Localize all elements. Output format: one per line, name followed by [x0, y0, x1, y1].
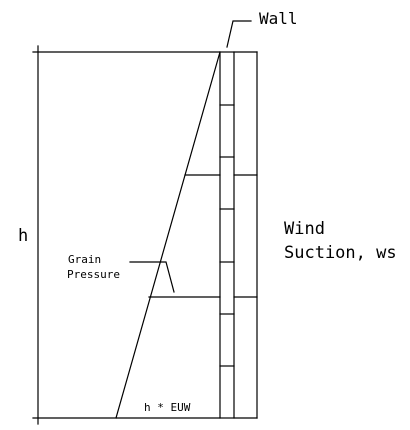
- pressure-slope-line: [115, 51, 221, 419]
- grain-pressure-triangle: [115, 51, 221, 419]
- wind-suction-label-line1: Wind: [284, 219, 325, 239]
- grain-pressure-leader: [129, 261, 175, 293]
- wall-leader-line: [226, 20, 252, 48]
- grain-pressure-label-line2: Pressure: [67, 268, 120, 281]
- wind-suction-load: [233, 51, 258, 419]
- height-dimension: [32, 45, 221, 425]
- wind-suction-label-line2: Suction, ws: [284, 243, 397, 263]
- wall: [219, 51, 235, 419]
- wall-outline: [219, 51, 235, 419]
- height-label: h: [18, 226, 28, 246]
- wall-label: Wall: [259, 9, 298, 28]
- grain-pressure-label-line1: Grain: [68, 253, 101, 266]
- base-pressure-label: h * EUW: [144, 401, 191, 414]
